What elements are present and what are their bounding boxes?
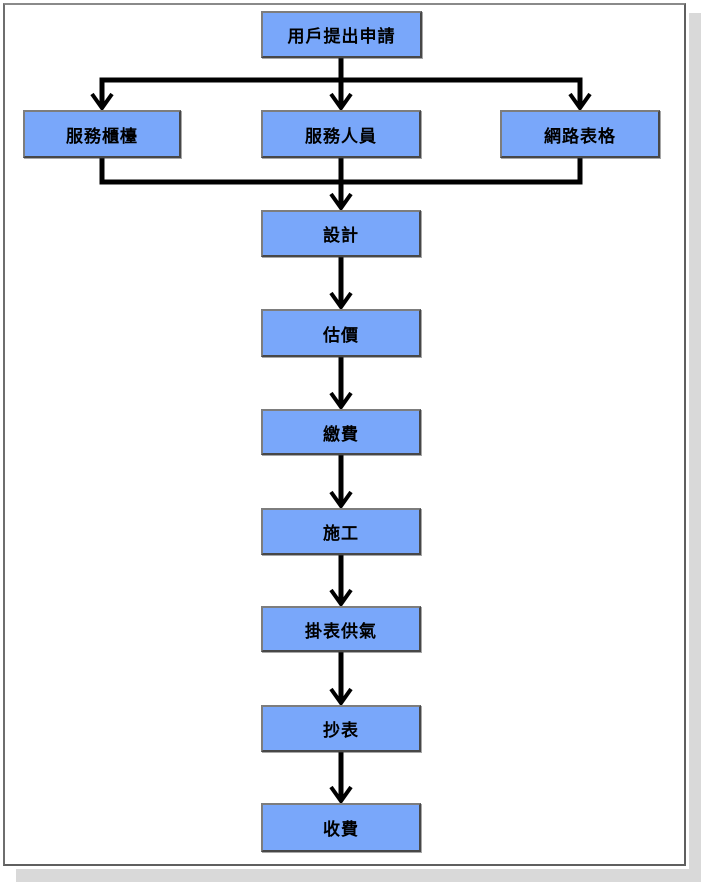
flow-node-read: 抄表 (261, 705, 421, 752)
flow-node-meter: 掛表供氣 (261, 606, 421, 652)
flow-node-estimate: 估價 (261, 309, 421, 357)
flow-node-staff: 服務人員 (261, 110, 421, 158)
page-shadow-right (689, 13, 701, 882)
flow-node-design: 設計 (261, 210, 421, 257)
flow-node-pay: 繳費 (261, 409, 421, 455)
page-shadow-bottom (16, 869, 701, 882)
flow-node-construct: 施工 (261, 508, 421, 555)
flow-node-counter: 服務櫃檯 (23, 110, 181, 158)
flow-node-webform: 網路表格 (500, 110, 660, 158)
flow-node-charge: 收費 (261, 803, 421, 852)
flow-node-apply: 用戶提出申請 (261, 11, 422, 58)
